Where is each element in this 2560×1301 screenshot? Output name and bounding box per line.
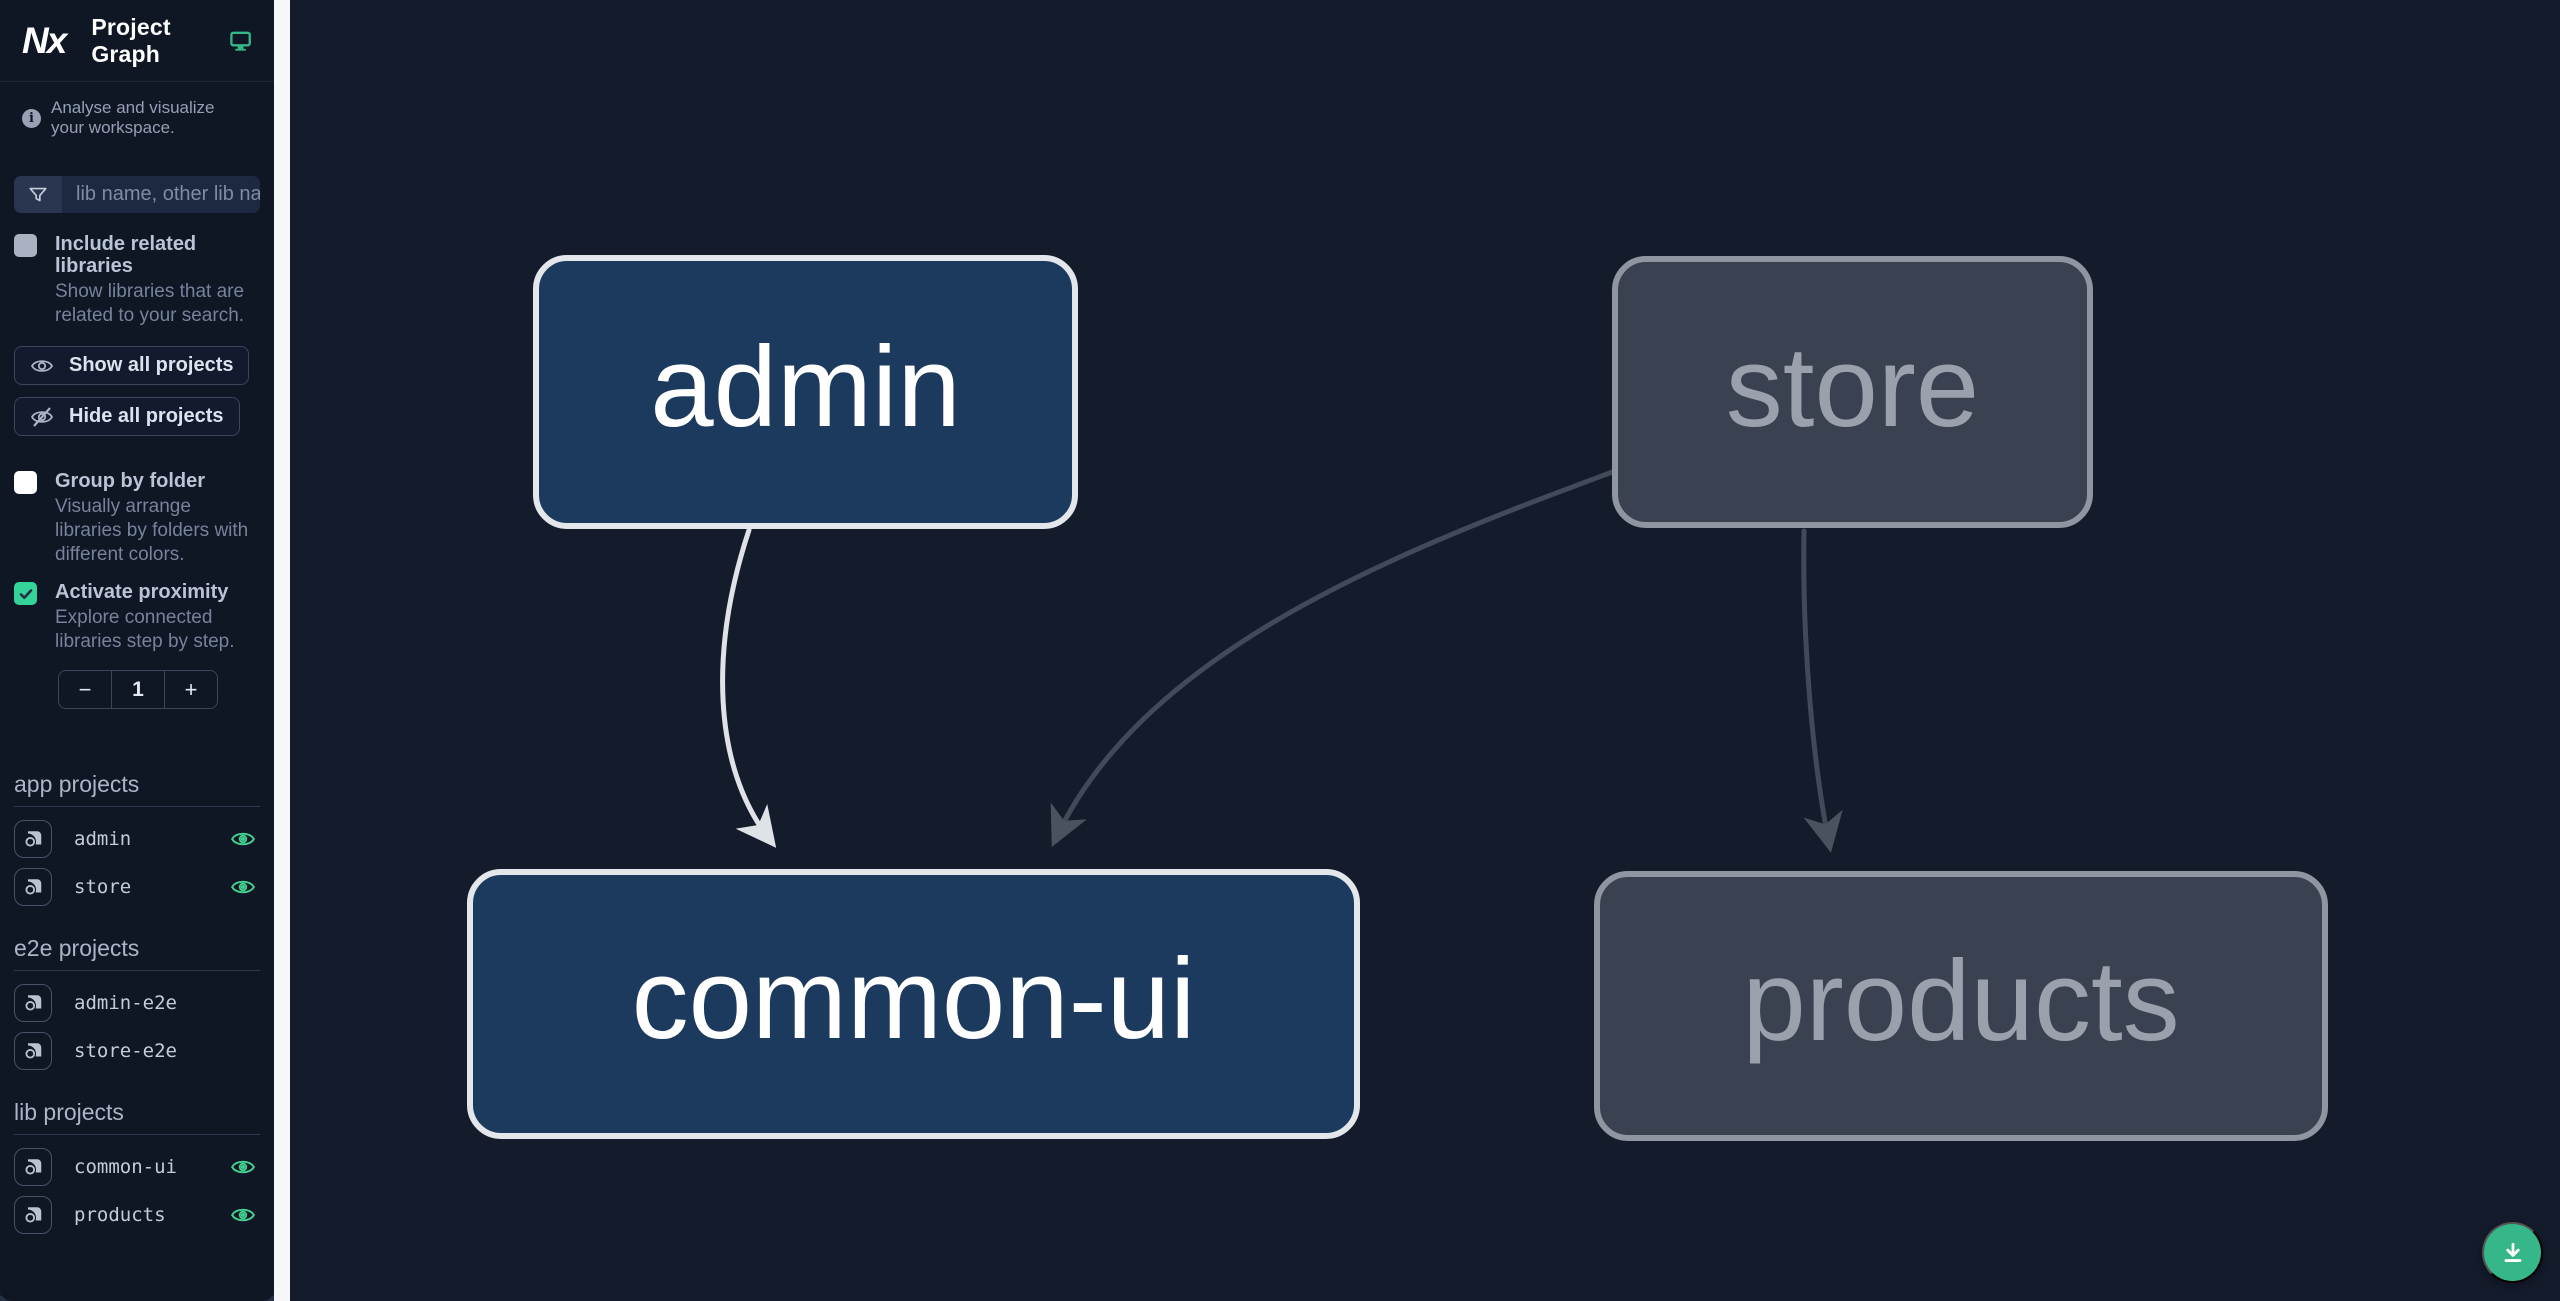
info-icon: i — [22, 108, 41, 128]
node-label: common-ui — [631, 936, 1196, 1063]
toggle-label: Activate proximity — [55, 581, 229, 603]
eye-off-icon — [30, 406, 54, 427]
eye-icon[interactable] — [230, 1154, 256, 1180]
toggle-description: Show libraries that are related to your … — [55, 281, 245, 326]
show-all-projects-button[interactable]: Show all projects — [14, 346, 250, 385]
hide-all-projects-button[interactable]: Hide all projects — [14, 397, 240, 436]
show-all-label: Show all projects — [69, 354, 234, 376]
download-icon — [2504, 1242, 2521, 1262]
sidebar: Nx Project Graph i Analyse and visualize… — [0, 0, 274, 1301]
nx-logo: Nx — [22, 19, 67, 61]
focus-icon[interactable] — [14, 820, 52, 858]
focus-icon[interactable] — [14, 984, 52, 1022]
project-name: store-e2e — [74, 1040, 177, 1062]
library-filter[interactable] — [14, 176, 260, 213]
project-name: common-ui — [74, 1156, 177, 1178]
graph-node-store[interactable]: store — [1612, 256, 2093, 528]
node-label: store — [1725, 324, 1980, 451]
section-app-projects: app projects admin — [14, 771, 260, 907]
tagline-text: Analyse and visualize your workspace. — [51, 98, 215, 137]
activate-proximity-toggle[interactable]: Activate proximity Explore connected lib… — [0, 581, 274, 654]
project-row-store[interactable]: store — [14, 867, 260, 907]
eye-icon — [30, 359, 54, 372]
sidebar-header: Nx Project Graph — [0, 0, 274, 82]
section-title: e2e projects — [14, 935, 260, 971]
focus-icon[interactable] — [14, 1032, 52, 1070]
focus-icon[interactable] — [14, 1196, 52, 1234]
workspace-tagline: i Analyse and visualize your workspace. — [0, 98, 274, 138]
toggle-label: Group by folder — [55, 470, 205, 492]
node-label: admin — [650, 324, 961, 451]
toggle-label: Include related libraries — [55, 233, 197, 277]
project-row-admin-e2e[interactable]: admin-e2e — [14, 983, 260, 1023]
graph-node-admin[interactable]: admin — [533, 255, 1078, 529]
checkmark-icon — [19, 588, 32, 599]
eye-icon[interactable] — [230, 874, 256, 900]
project-name: store — [74, 876, 132, 898]
graph-node-products[interactable]: products — [1594, 871, 2328, 1141]
project-graph-canvas[interactable]: admin store common-ui products — [290, 0, 2560, 1301]
edge-store-to-products[interactable] — [1801, 528, 1843, 853]
focus-icon[interactable] — [14, 1148, 52, 1186]
edge-store-to-common-ui[interactable] — [1050, 468, 1618, 848]
proximity-increment-button[interactable]: + — [184, 676, 198, 702]
monitor-icon[interactable] — [229, 28, 252, 54]
include-related-checkbox[interactable] — [14, 234, 37, 257]
hide-all-label: Hide all projects — [69, 405, 224, 427]
node-label: products — [1742, 938, 2180, 1065]
sidebar-scrollbar-track[interactable] — [274, 0, 290, 1301]
section-title: lib projects — [14, 1099, 260, 1135]
page-title: Project Graph — [91, 13, 171, 67]
dependency-edges — [720, 468, 1843, 853]
proximity-stepper: − 1 + — [58, 670, 218, 709]
include-related-toggle[interactable]: Include related libraries Show libraries… — [0, 233, 274, 328]
project-row-products[interactable]: products — [14, 1195, 260, 1235]
section-e2e-projects: e2e projects admin-e2e store- — [14, 935, 260, 1071]
toggle-description: Explore connected libraries step by step… — [55, 607, 235, 652]
edge-admin-to-common-ui[interactable] — [720, 527, 777, 848]
group-by-folder-toggle[interactable]: Group by folder Visually arrange librari… — [0, 470, 274, 567]
proximity-value: 1 — [111, 671, 165, 708]
eye-icon[interactable] — [230, 826, 256, 852]
section-lib-projects: lib projects common-ui — [14, 1099, 260, 1235]
graph-node-common-ui[interactable]: common-ui — [467, 869, 1360, 1139]
download-graph-button[interactable] — [2482, 1222, 2543, 1283]
project-row-admin[interactable]: admin — [14, 819, 260, 859]
filter-input[interactable] — [62, 176, 260, 213]
eye-icon[interactable] — [230, 1202, 256, 1228]
funnel-icon — [14, 176, 62, 213]
focus-icon[interactable] — [14, 868, 52, 906]
activate-proximity-checkbox[interactable] — [14, 582, 37, 605]
toggle-description: Visually arrange libraries by folders wi… — [55, 496, 249, 565]
project-name: admin — [74, 828, 132, 850]
project-name: admin-e2e — [74, 992, 177, 1014]
project-name: products — [74, 1204, 166, 1226]
proximity-decrement-button[interactable]: − — [78, 676, 92, 702]
section-title: app projects — [14, 771, 260, 807]
project-row-common-ui[interactable]: common-ui — [14, 1147, 260, 1187]
project-row-store-e2e[interactable]: store-e2e — [14, 1031, 260, 1071]
group-by-folder-checkbox[interactable] — [14, 471, 37, 494]
